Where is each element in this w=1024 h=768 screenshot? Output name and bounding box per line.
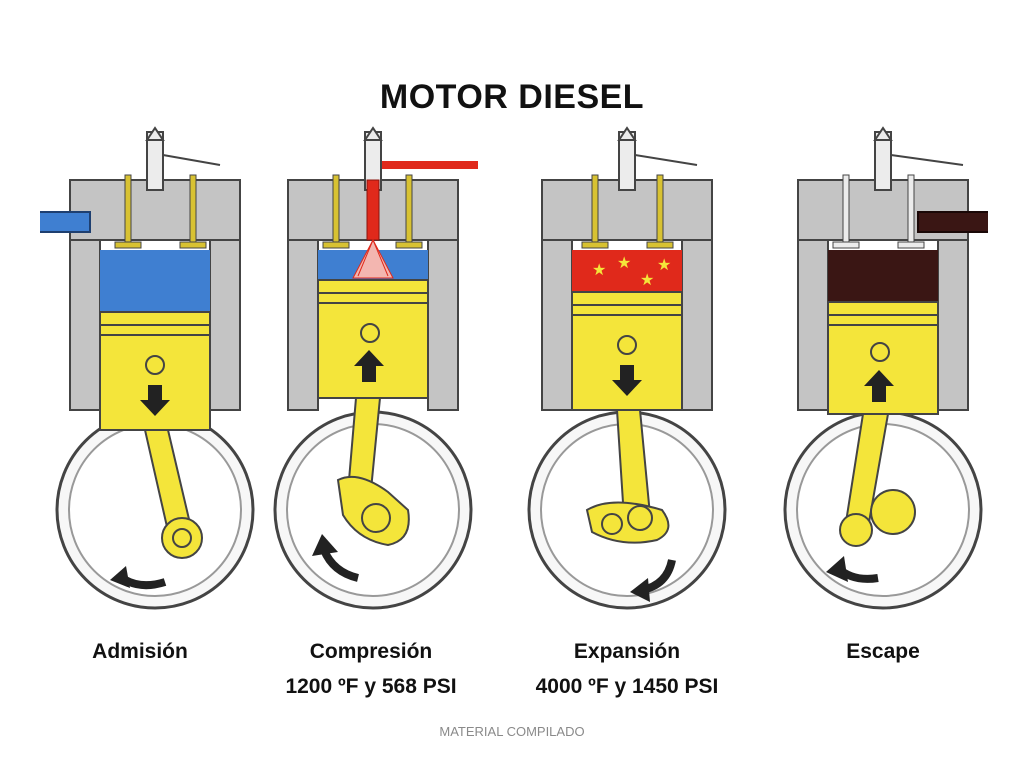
svg-text:★: ★ <box>640 270 654 289</box>
footer-credit: MATERIAL COMPILADO <box>439 724 585 739</box>
stage-label-compresion: Compresión <box>309 640 433 663</box>
stage-label-expansion: Expansión <box>573 640 681 663</box>
engine-cylinder-drawing: ★ ★ ★ ★ <box>527 126 727 610</box>
exhaust-stroke-diagram <box>768 120 988 620</box>
svg-text:★: ★ <box>592 260 606 279</box>
compression-conditions: 1200 ºF y 568 PSI <box>285 675 457 698</box>
engine-cylinder-drawing <box>40 126 255 610</box>
stage-label-admision: Admisión <box>92 640 188 663</box>
engine-cylinder-drawing <box>783 126 988 610</box>
expansion-conditions: 4000 ºF y 1450 PSI <box>535 675 719 698</box>
stage-label-escape: Escape <box>846 640 920 663</box>
compression-stroke-diagram <box>258 120 478 620</box>
engine-cylinder-drawing <box>273 126 478 610</box>
intake-stroke-diagram <box>40 120 260 620</box>
svg-text:★: ★ <box>617 253 631 272</box>
page-title: MOTOR DIESEL <box>379 78 645 116</box>
expansion-stroke-diagram: ★ ★ ★ ★ <box>512 120 732 620</box>
svg-text:★: ★ <box>657 255 671 274</box>
